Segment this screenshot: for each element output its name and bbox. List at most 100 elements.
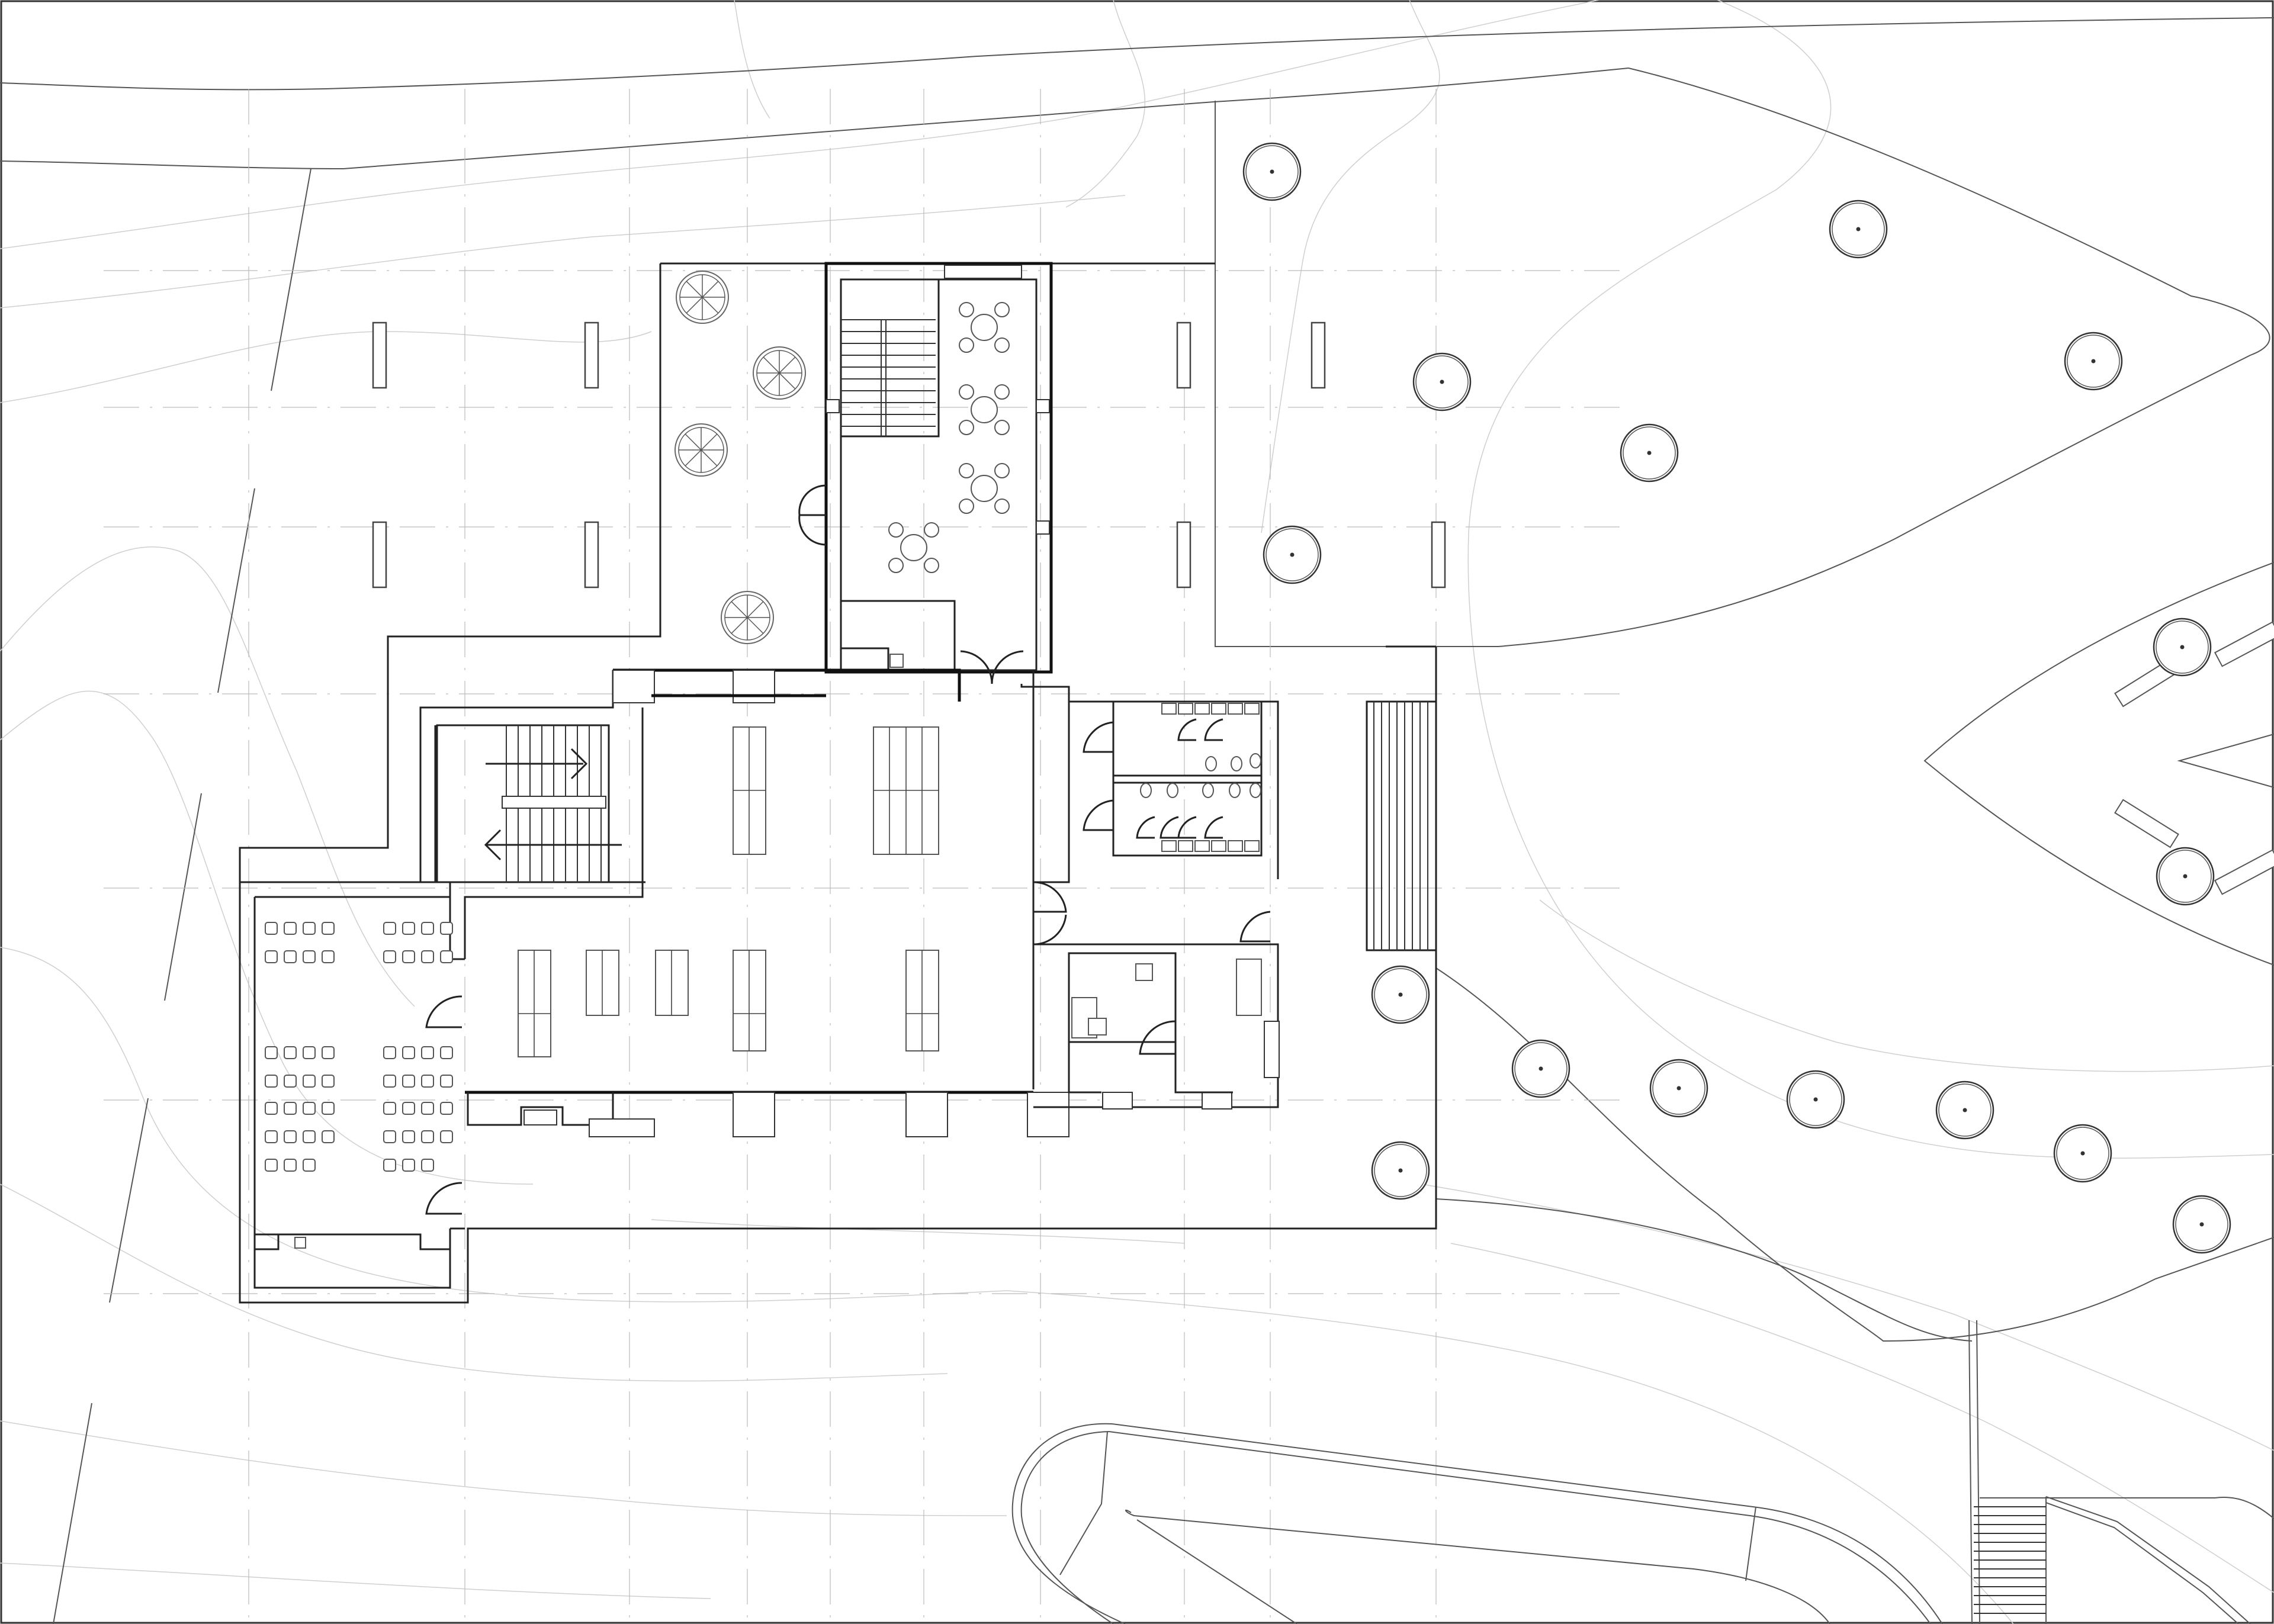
toilet-icon <box>1161 703 1177 715</box>
chair-icon <box>265 1102 278 1115</box>
toilet-icon <box>1228 840 1243 852</box>
umbrella-tables <box>675 271 806 644</box>
door-swing-icon <box>1239 911 1271 943</box>
door-swing-icon <box>1083 721 1114 753</box>
exhibit-tables <box>518 726 939 1057</box>
chair-icon <box>303 1102 316 1115</box>
landscape-ramps <box>1011 621 2274 1624</box>
door-swing-icon <box>991 650 1024 684</box>
chair-icon <box>402 1102 415 1115</box>
chair-icon <box>265 1046 278 1059</box>
chair-icon <box>421 950 434 963</box>
toilet-icon <box>1211 840 1226 852</box>
toilet-icon <box>1211 703 1226 715</box>
chair-icon <box>265 950 278 963</box>
tree-icon <box>2172 1195 2231 1254</box>
chair-icon <box>402 950 415 963</box>
door-swing-icon <box>1033 881 1067 913</box>
chair-icon <box>402 1130 415 1143</box>
toilet-icon <box>1228 703 1243 715</box>
chair-icon <box>383 922 396 935</box>
door-swing-icon <box>1083 799 1114 831</box>
chair-icon <box>421 1102 434 1115</box>
toilet-icon <box>1178 840 1193 852</box>
chair-icon <box>303 1046 316 1059</box>
chair-icon <box>383 1159 396 1172</box>
umbrella-table-icon <box>675 423 728 477</box>
cafe-stairs <box>841 319 936 436</box>
chair-icon <box>383 950 396 963</box>
main-stairs <box>436 724 622 883</box>
terrace-columns <box>372 321 1446 589</box>
chair-icon <box>421 1075 434 1088</box>
toilet-icon <box>1202 783 1214 798</box>
chair-icon <box>440 1130 453 1143</box>
toilet-icon <box>1205 756 1217 771</box>
door-swing-icon <box>1136 816 1155 839</box>
stair-arrow-icon <box>484 748 622 861</box>
chair-icon <box>265 922 278 935</box>
tree-icon <box>2064 332 2123 391</box>
chair-icon <box>402 1075 415 1088</box>
cafe-table-icon <box>959 302 1010 353</box>
chair-icon <box>322 950 335 963</box>
auditorium <box>255 922 465 1250</box>
chair-icon <box>421 922 434 935</box>
toilet-icon <box>1250 783 1261 798</box>
chair-icon <box>284 950 297 963</box>
chair-icon <box>303 922 316 935</box>
cafe-table-icon <box>888 522 939 573</box>
chair-icon <box>284 1102 297 1115</box>
chair-icon <box>402 1046 415 1059</box>
tree-icon <box>1620 423 1679 483</box>
chair-icon <box>402 1159 415 1172</box>
tree-icon <box>1829 200 1888 259</box>
tree-icon <box>1649 1059 1708 1118</box>
trees <box>1242 142 2231 1254</box>
auditorium-chairs <box>265 922 453 1172</box>
cafe-table-icon <box>959 463 1010 514</box>
toilet-icon <box>1140 783 1152 798</box>
chair-icon <box>421 1159 434 1172</box>
chair-icon <box>265 1130 278 1143</box>
umbrella-table-icon <box>676 271 729 324</box>
chair-icon <box>284 1046 297 1059</box>
chair-icon <box>440 1102 453 1115</box>
door-swing-icon <box>798 514 827 546</box>
chair-icon <box>383 1046 396 1059</box>
chair-icon <box>383 1075 396 1088</box>
chair-icon <box>421 1130 434 1143</box>
umbrella-table-icon <box>721 591 774 644</box>
tree-icon <box>2153 618 2212 677</box>
chair-icon <box>284 1159 297 1172</box>
chair-icon <box>322 1046 335 1059</box>
tree-icon <box>1371 1141 1430 1200</box>
toilet-icon <box>1178 703 1193 715</box>
chair-icon <box>322 1130 335 1143</box>
door-swing-icon <box>1204 816 1223 839</box>
ramp-steps <box>1974 1506 2046 1614</box>
chair-icon <box>440 950 453 963</box>
main-building <box>240 668 1069 1289</box>
tree-icon <box>2156 847 2215 906</box>
chair-icon <box>284 922 297 935</box>
toilet-icon <box>1194 840 1210 852</box>
chair-icon <box>265 1075 278 1088</box>
door-swing-icon <box>798 484 827 516</box>
tree-icon <box>1786 1070 1845 1129</box>
door-swing-icon <box>960 650 993 684</box>
chair-icon <box>402 922 415 935</box>
site-boundaries <box>0 17 2274 1624</box>
chair-icon <box>284 1130 297 1143</box>
service-wing <box>1033 686 1280 1110</box>
chair-icon <box>322 1075 335 1088</box>
door-swing-icon <box>425 1182 462 1215</box>
chair-icon <box>440 922 453 935</box>
chair-icon <box>303 1159 316 1172</box>
chair-icon <box>322 922 335 935</box>
tree-icon <box>1935 1080 1994 1140</box>
toilet-icon <box>1167 783 1178 798</box>
tree-icon <box>2053 1124 2112 1183</box>
